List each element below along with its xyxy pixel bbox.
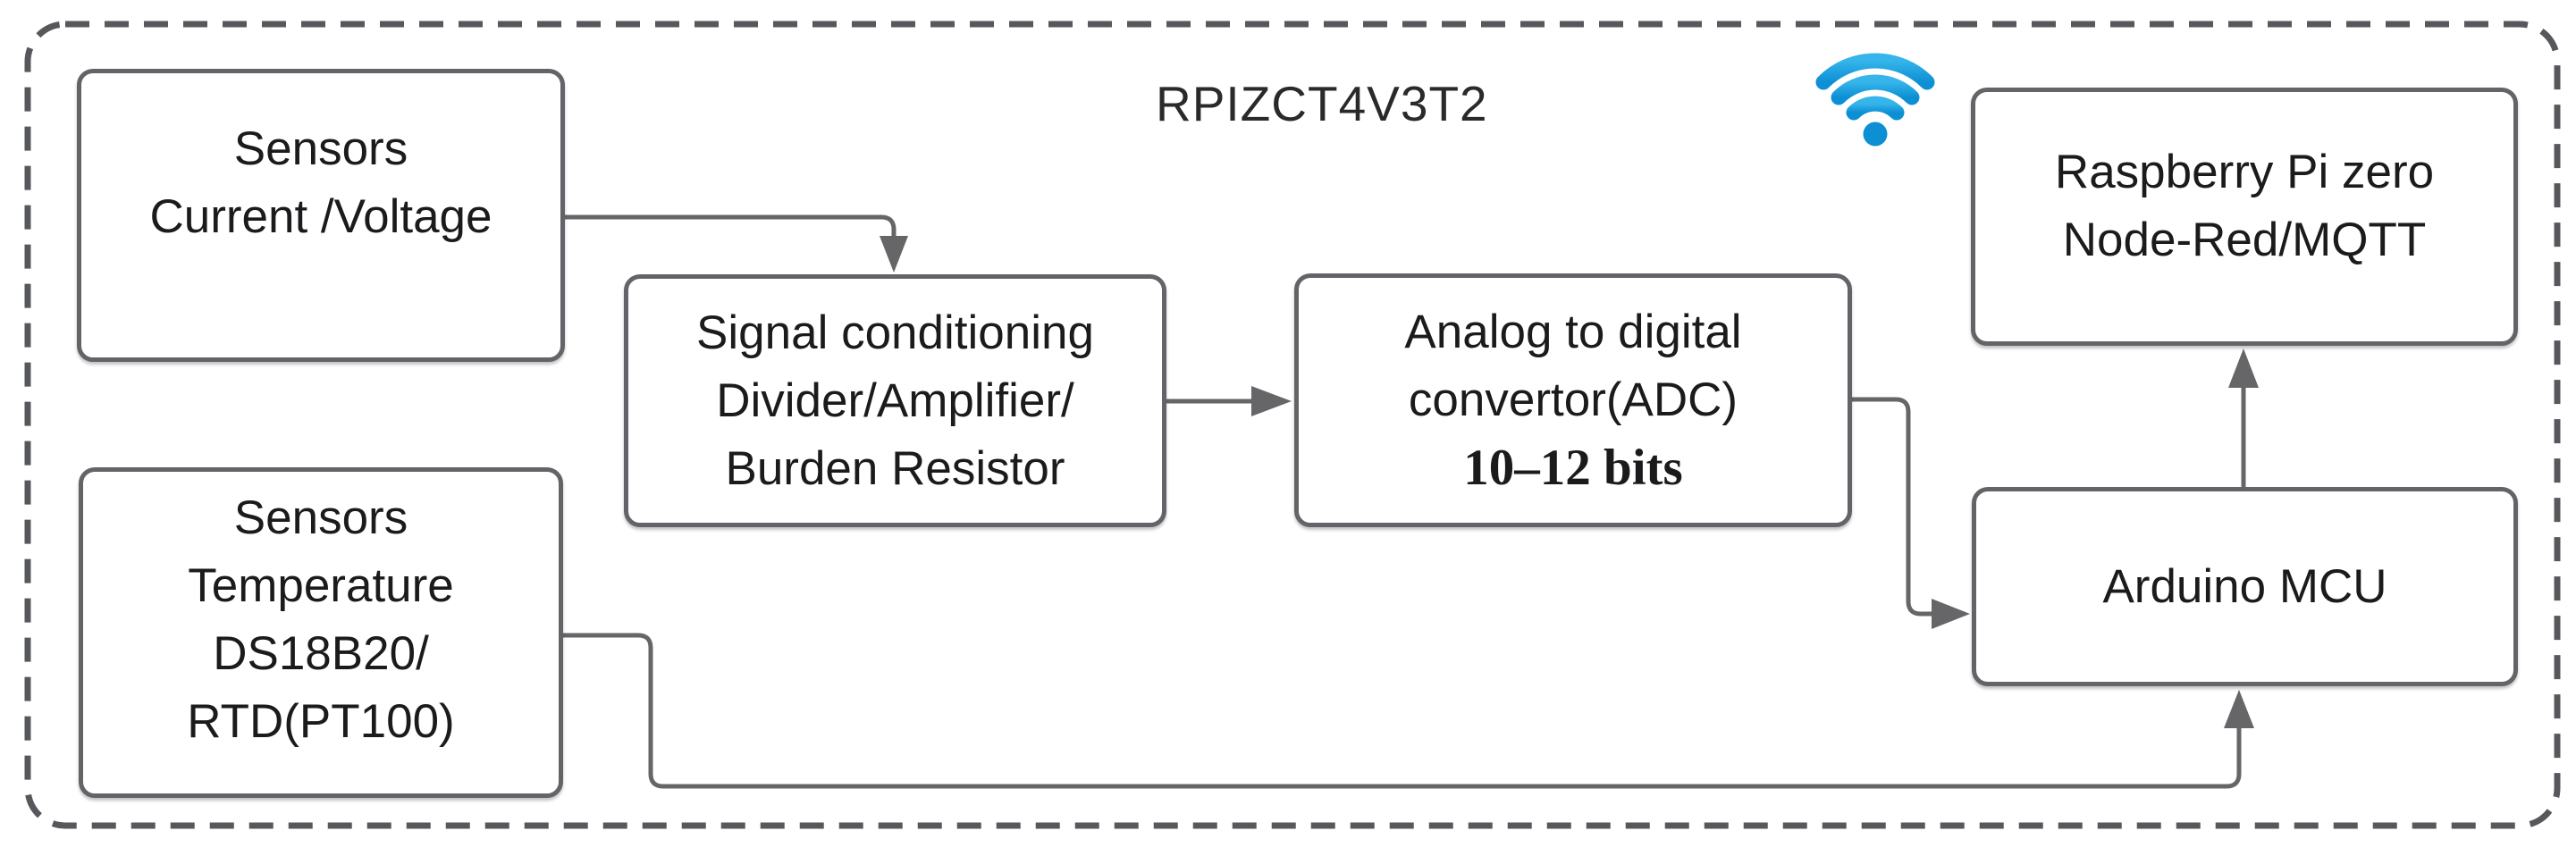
node-label-line: Sensors [233, 491, 408, 544]
node-label-line: convertor(ADC) [1408, 373, 1738, 426]
arrowhead-temp-to-arduino [2224, 690, 2254, 728]
node-label-line: Temperature [188, 559, 454, 612]
node-signal-conditioning: Signal conditioning Divider/Amplifier/ B… [624, 274, 1166, 527]
node-sensors-temperature: Sensors Temperature DS18B20/ RTD(PT100) [79, 467, 563, 798]
node-label-line: Node-Red/MQTT [2062, 213, 2427, 266]
diagram-title: RPIZCT4V3T2 [1156, 76, 1488, 131]
connector-cv-to-signal [565, 214, 897, 238]
wifi-icon [1815, 53, 1935, 147]
node-label-line: Arduino MCU [2102, 559, 2387, 613]
node-label-line: Divider/Amplifier/ [716, 373, 1074, 427]
arrowhead-cv-to-signal [880, 236, 908, 273]
node-sensors-current-voltage: Sensors Current /Voltage [77, 69, 565, 362]
node-label-line: RTD(PT100) [187, 695, 455, 748]
node-raspberry-pi: Raspberry Pi zero Node-Red/MQTT [1971, 88, 2518, 346]
node-label-bits: 10–12 bits [1463, 440, 1683, 496]
arrowhead-signal-to-adc [1251, 386, 1292, 416]
node-label-line: Analog to digital [1404, 306, 1742, 358]
connector-temp-to-arduino [563, 633, 2242, 789]
connector-adc-to-arduino [1852, 397, 1932, 617]
node-adc: Analog to digital convertor(ADC) 10–12 b… [1294, 273, 1852, 527]
node-label-line: DS18B20/ [213, 627, 429, 680]
node-label-line: Sensors [233, 122, 408, 175]
node-label-line: Burden Resistor [725, 441, 1065, 495]
node-label-line: Current /Voltage [149, 190, 492, 243]
node-label-line: Signal conditioning [696, 306, 1094, 359]
system-boundary [24, 21, 2561, 829]
arrowhead-arduino-to-rpi [2228, 348, 2259, 388]
node-label-line: Raspberry Pi zero [2054, 145, 2435, 198]
node-arduino-mcu: Arduino MCU [1972, 487, 2518, 686]
arrowhead-adc-to-arduino [1932, 599, 1970, 629]
